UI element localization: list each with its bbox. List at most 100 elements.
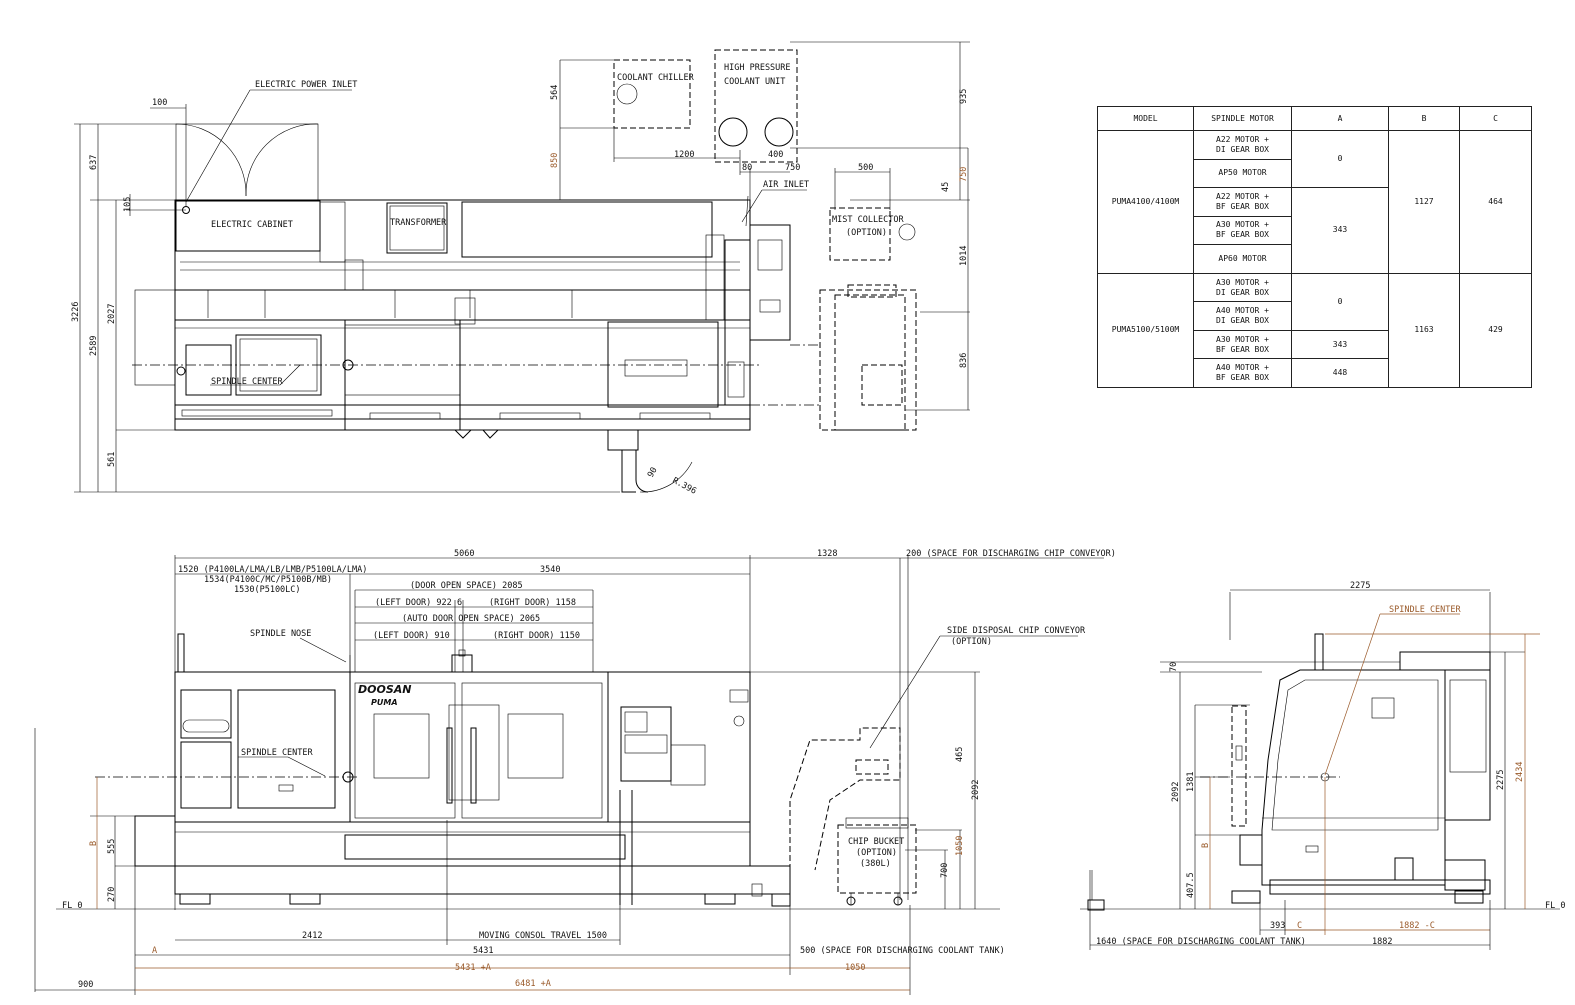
cell-motor: A40 MOTOR +DI GEAR BOX bbox=[1193, 301, 1292, 331]
note-1534: 1534(P4100C/MC/P5100B/MB) bbox=[204, 575, 332, 585]
dim-5060: 5060 bbox=[454, 549, 474, 559]
dim-5431-a: 5431 +A bbox=[455, 963, 491, 973]
dim-900: 900 bbox=[78, 980, 93, 990]
cell-a: 448 bbox=[1291, 358, 1389, 388]
label-transformer: TRANSFORMER bbox=[390, 218, 447, 228]
cell-a: 343 bbox=[1291, 329, 1389, 360]
dim-465: 465 bbox=[955, 747, 965, 762]
option-units-top bbox=[613, 49, 917, 431]
cell-c: 429 bbox=[1459, 272, 1532, 389]
label-right-door-1158: (RIGHT DOOR) 1158 bbox=[489, 598, 576, 608]
table-row: A30 MOTOR +BF GEAR BOX 343 bbox=[1098, 329, 1532, 360]
dim-2092-front: 2092 bbox=[971, 780, 981, 800]
label-spindle-nose: SPINDLE NOSE bbox=[250, 629, 311, 639]
table-row: A40 MOTOR +DI GEAR BOX bbox=[1098, 301, 1532, 331]
dim-1882: 1882 bbox=[1372, 937, 1392, 947]
header-a: A bbox=[1291, 106, 1389, 131]
label-chip-bucket-3: (380L) bbox=[860, 859, 891, 869]
label-fl0-side: FL 0 bbox=[1545, 901, 1565, 911]
dim-637: 637 bbox=[89, 155, 99, 170]
cell-a: 0 bbox=[1291, 129, 1389, 189]
label-right-door-1150: (RIGHT DOOR) 1150 bbox=[493, 631, 580, 641]
dim-564: 564 bbox=[550, 85, 560, 100]
puma-badge: PUMA bbox=[371, 698, 398, 707]
label-door-open-space: (DOOR OPEN SPACE) 2085 bbox=[410, 581, 523, 591]
dim-750: 750 bbox=[785, 163, 800, 173]
table-row: A40 MOTOR +BF GEAR BOX 448 bbox=[1098, 358, 1532, 388]
machine-top-body bbox=[174, 199, 791, 493]
dim-r396: R.396 bbox=[671, 476, 698, 497]
dim-a: A bbox=[152, 946, 157, 956]
cell-motor: A30 MOTOR +BF GEAR BOX bbox=[1193, 329, 1292, 360]
cell-motor: A30 MOTOR +BF GEAR BOX bbox=[1193, 215, 1292, 246]
header-spindle-motor: SPINDLE MOTOR bbox=[1193, 106, 1292, 131]
doosan-logo: DOOSAN bbox=[358, 683, 411, 696]
spindle-spec-table: MODEL SPINDLE MOTOR A B C PUMA4100/4100M… bbox=[1097, 106, 1532, 389]
cell-model: PUMA4100/4100M bbox=[1097, 130, 1194, 274]
label-electric-power-inlet: ELECTRIC POWER INLET bbox=[255, 80, 357, 90]
dim-2027: 2027 bbox=[107, 304, 117, 324]
dim-2275-horizontal: 2275 bbox=[1350, 581, 1370, 591]
label-high-pressure-2: COOLANT UNIT bbox=[724, 77, 785, 87]
dim-400: 400 bbox=[768, 150, 783, 160]
cell-motor: AP60 MOTOR bbox=[1193, 244, 1292, 274]
label-space-coolant-side: 1640 (SPACE FOR DISCHARGING COOLANT TANK… bbox=[1096, 937, 1306, 947]
dim-555: 555 bbox=[107, 839, 117, 854]
dim-1328: 1328 bbox=[817, 549, 837, 559]
cell-model: PUMA5100/5100M bbox=[1097, 272, 1194, 389]
label-fl0-front: FL 0 bbox=[62, 901, 82, 911]
dim-2275-vertical: 2275 bbox=[1496, 770, 1506, 790]
dim-270: 270 bbox=[107, 887, 117, 902]
table-row: PUMA4100/4100M A22 MOTOR +DI GEAR BOX 0 … bbox=[1097, 129, 1532, 274]
label-side-disposal-2: (OPTION) bbox=[951, 637, 992, 647]
dim-1200: 1200 bbox=[674, 150, 694, 160]
dim-b-front: B bbox=[89, 841, 99, 846]
cell-b: 1127 bbox=[1388, 130, 1460, 274]
cell-motor: AP50 MOTOR bbox=[1193, 158, 1292, 189]
label-mist-collector-2: (OPTION) bbox=[846, 228, 887, 238]
cell-b: 1163 bbox=[1388, 272, 1460, 389]
dim-100: 100 bbox=[152, 98, 167, 108]
dim-2434: 2434 bbox=[1515, 762, 1525, 782]
front-view-dimensions bbox=[34, 555, 1104, 995]
cell-a: 343 bbox=[1291, 187, 1389, 274]
table-header-row: MODEL SPINDLE MOTOR A B C bbox=[1097, 106, 1532, 131]
dim-935: 935 bbox=[959, 89, 969, 104]
dim-6481-a: 6481 +A bbox=[515, 979, 551, 989]
header-b: B bbox=[1388, 106, 1460, 131]
note-1520: 1520 (P4100LA/LMA/LB/LMB/P5100LA/LMA) bbox=[178, 565, 367, 575]
dim-850: 850 bbox=[550, 153, 560, 168]
label-chip-bucket-2: (OPTION) bbox=[856, 848, 897, 858]
label-space-chip: 200 (SPACE FOR DISCHARGING CHIP CONVEYOR… bbox=[906, 549, 1116, 559]
table-row: A22 MOTOR +BF GEAR BOX 343 bbox=[1098, 187, 1532, 274]
dim-c: C bbox=[1297, 921, 1302, 931]
cabinet-door-swing bbox=[175, 123, 319, 201]
cell-a: 0 bbox=[1291, 272, 1389, 331]
side-view: 2275 SPINDLE CENTER 70 2092 1381 B 407.5… bbox=[1080, 581, 1565, 950]
cell-motor: A22 MOTOR +BF GEAR BOX bbox=[1193, 187, 1292, 217]
machine-side-body bbox=[1087, 633, 1491, 911]
top-view-text: ELECTRIC POWER INLET ELECTRIC CABINET TR… bbox=[71, 63, 969, 497]
label-spindle-center-side: SPINDLE CENTER bbox=[1389, 605, 1462, 615]
dim-3226: 3226 bbox=[71, 302, 81, 322]
dim-1050-horizontal: 1050 bbox=[845, 963, 865, 973]
label-left-door-922: (LEFT DOOR) 922 bbox=[375, 598, 452, 608]
dim-105: 105 bbox=[123, 197, 133, 212]
dim-80: 80 bbox=[742, 163, 752, 173]
machine-front-body bbox=[134, 633, 791, 907]
dim-70: 70 bbox=[1169, 662, 1179, 672]
dim-90-angle: 90 bbox=[646, 466, 660, 480]
label-left-door-910: (LEFT DOOR) 910 bbox=[373, 631, 450, 641]
label-spindle-center-top: SPINDLE CENTER bbox=[211, 377, 284, 387]
front-view-text: 5060 1328 200 (SPACE FOR DISCHARGING CHI… bbox=[62, 549, 1116, 990]
side-view-text: 2275 SPINDLE CENTER 70 2092 1381 B 407.5… bbox=[1096, 581, 1565, 947]
dim-393: 393 bbox=[1270, 921, 1285, 931]
dim-407-5: 407.5 bbox=[1186, 872, 1196, 898]
dim-45: 45 bbox=[941, 182, 951, 192]
table-row: AP60 MOTOR bbox=[1098, 244, 1532, 274]
label-coolant-chiller: COOLANT CHILLER bbox=[617, 73, 695, 83]
table-row: PUMA5100/5100M A30 MOTOR +DI GEAR BOX 0 … bbox=[1097, 272, 1532, 389]
dim-b-side: B bbox=[1201, 843, 1211, 848]
dim-500: 500 bbox=[858, 163, 873, 173]
